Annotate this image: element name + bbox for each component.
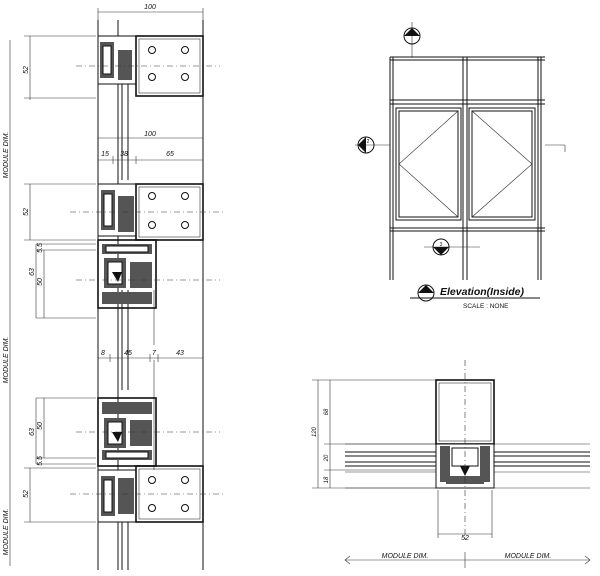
dim-63-top: 63 <box>29 268 36 276</box>
dim-65: 65 <box>166 151 174 158</box>
module-dim-label-2: MODULE DIM. <box>3 337 10 384</box>
dim-120: 120 <box>312 426 318 437</box>
dim-52-plan: 52 <box>461 535 469 542</box>
dim-mullion-52-bottom: 52 <box>23 490 30 498</box>
plan-section: 120 68 20 18 52 MODULE DIM. MODULE DI <box>312 360 591 568</box>
vertical-section: 100 MODULE DIM. MODULE DIM. MODULE DIM. … <box>3 4 225 570</box>
dim-mid-100: 100 <box>144 131 156 138</box>
dim-43: 43 <box>176 350 184 357</box>
section-mark-2: 2 <box>367 139 370 145</box>
elevation-title: Elevation(Inside) <box>440 286 525 298</box>
section-marker-1: 1 <box>403 22 421 58</box>
dim-5-5-bottom: 5.5 <box>37 456 44 466</box>
dim-15: 15 <box>101 151 109 158</box>
dim-63-bottom: 63 <box>29 428 36 436</box>
dim-8: 8 <box>101 350 105 357</box>
dim-50-bottom: 50 <box>37 422 44 430</box>
module-dim-left: MODULE DIM. <box>382 553 429 560</box>
module-dim-right: MODULE DIM. <box>505 553 552 560</box>
dim-7: 7 <box>152 350 157 357</box>
module-dim-label-1: MODULE DIM. <box>3 132 10 179</box>
dim-top-100: 100 <box>144 4 156 11</box>
dim-68: 68 <box>324 408 330 415</box>
dim-45: 45 <box>124 350 132 357</box>
section-marker-3: 3 <box>424 238 480 256</box>
dim-50-top: 50 <box>37 278 44 286</box>
dim-5-5-top: 5.5 <box>37 243 44 253</box>
elevation-inside: 1 2 3 4 Elevation(Inside) SCALE : NONE <box>355 22 566 310</box>
dim-mullion-52-top: 52 <box>23 66 30 74</box>
dim-20: 20 <box>324 454 330 462</box>
elevation-scale: SCALE : NONE <box>463 303 509 310</box>
dim-38: 38 <box>120 151 128 158</box>
section-mark-3: 3 <box>440 242 443 248</box>
module-dim-label-3: MODULE DIM. <box>3 509 10 556</box>
dim-mullion-52-mid: 52 <box>23 208 30 216</box>
section-mark-4: 4 <box>425 287 428 293</box>
dim-18: 18 <box>324 476 330 483</box>
section-mark-1: 1 <box>411 30 414 36</box>
elevation-title-block: 4 Elevation(Inside) SCALE : NONE <box>410 284 540 310</box>
section-marker-2: 2 <box>355 136 390 154</box>
